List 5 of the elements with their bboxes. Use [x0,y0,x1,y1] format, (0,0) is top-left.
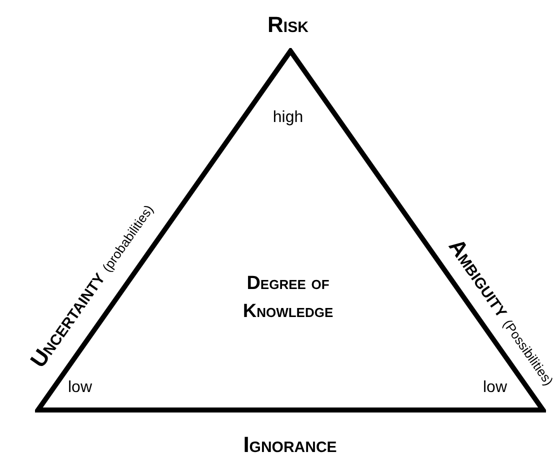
center-title: Degree of Knowledge [242,272,334,324]
corner-label: low [68,379,92,397]
corner-label: high [272,109,304,127]
side-label: Risk [268,12,308,38]
side-label: Ignorance [243,432,337,458]
